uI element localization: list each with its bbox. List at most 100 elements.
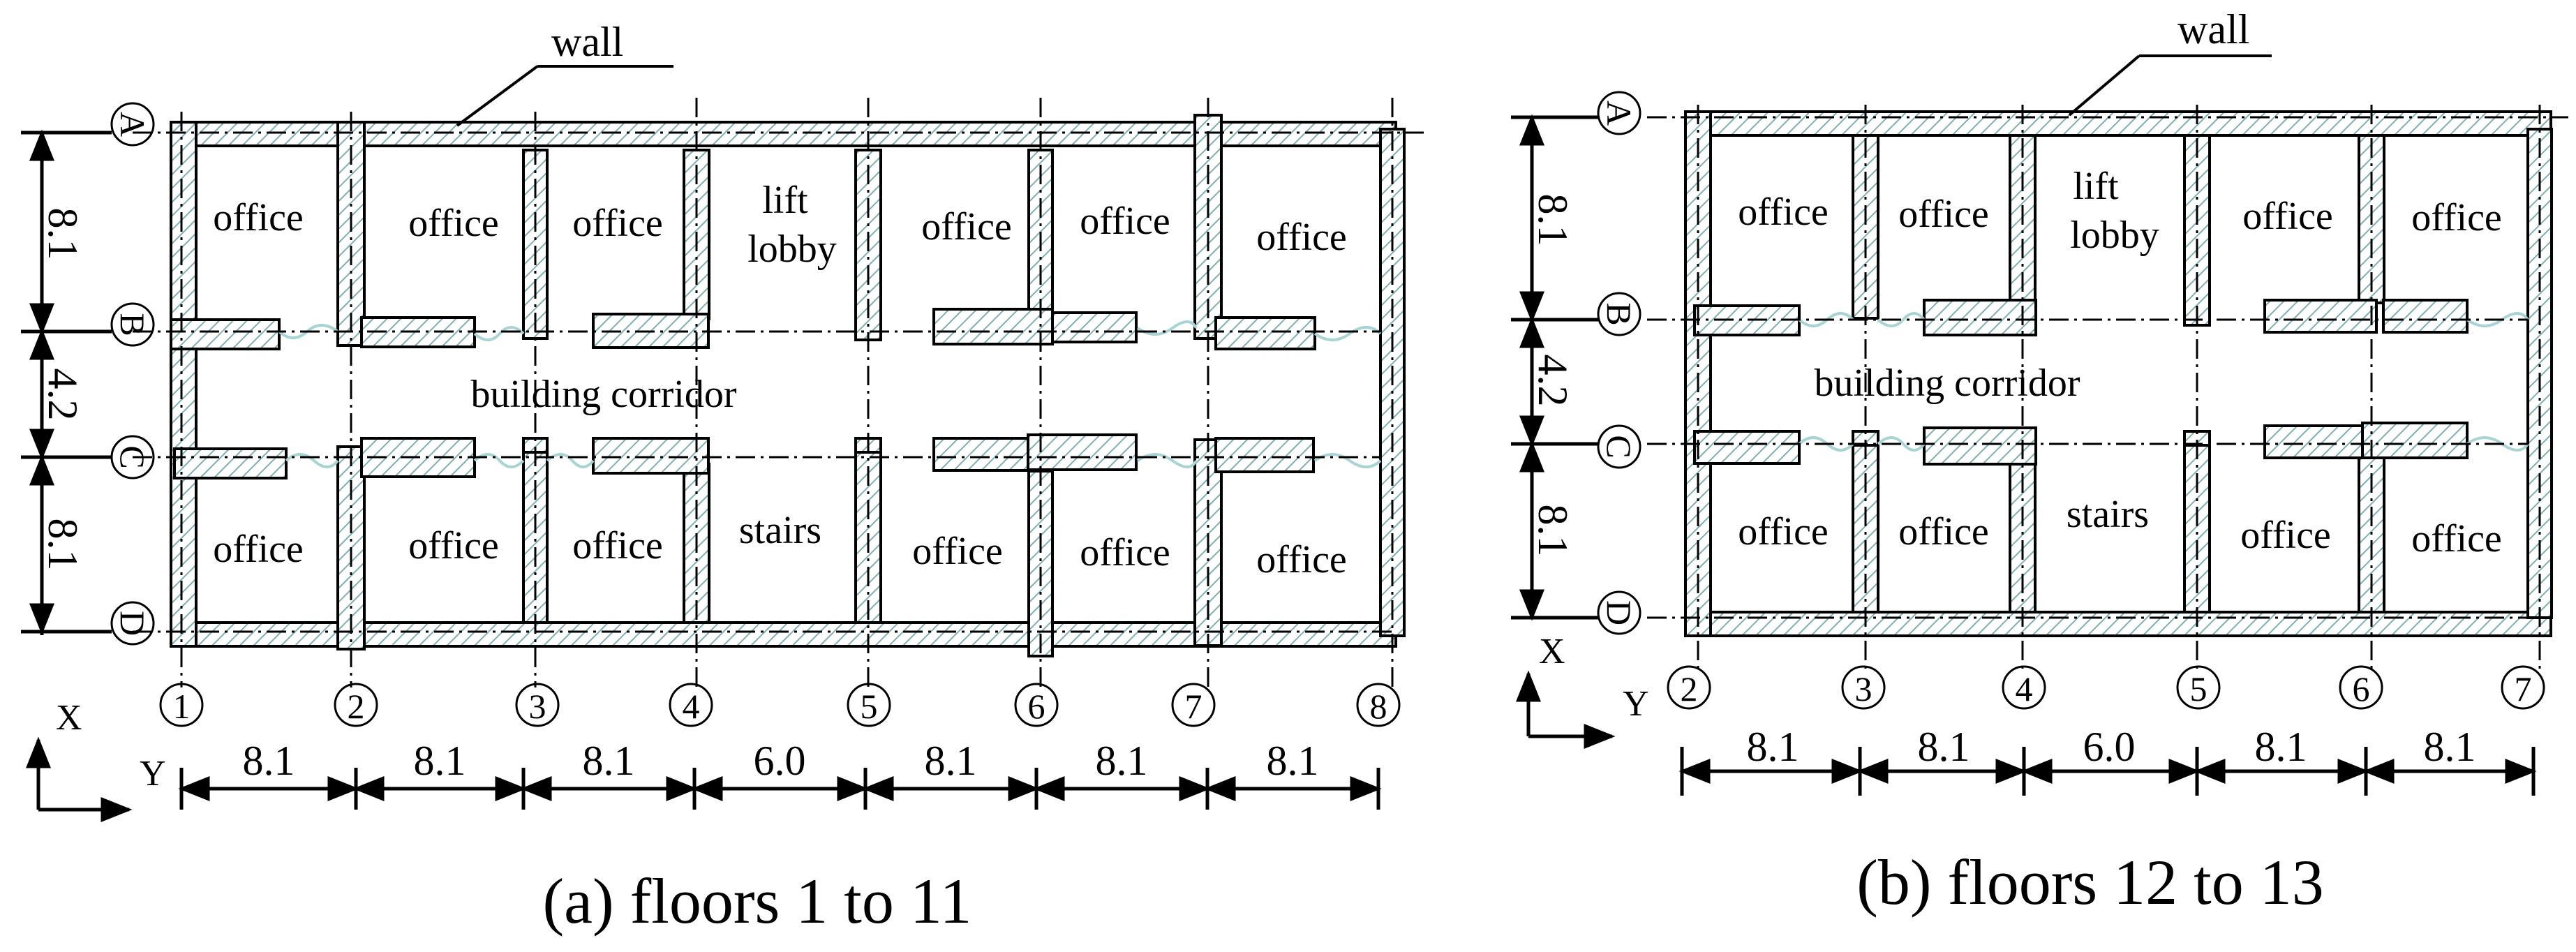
column-label: 6 bbox=[2353, 669, 2370, 708]
row-label-d: D bbox=[113, 611, 152, 636]
room-label: office bbox=[1738, 191, 1829, 234]
panel-b-ydim-2: 4.2 bbox=[1530, 355, 1576, 407]
room-label: office bbox=[921, 205, 1012, 248]
xdim-label: 8.1 bbox=[1267, 738, 1319, 784]
column-label: 6 bbox=[1028, 687, 1045, 726]
room-label: stairs bbox=[739, 509, 821, 552]
panel-b-row-labels: A B C D bbox=[1600, 101, 1639, 625]
panel-b-axis-y: Y bbox=[1623, 684, 1649, 724]
xdim-label: 8.1 bbox=[243, 738, 295, 784]
room-label-lift: lift bbox=[762, 179, 808, 222]
panel-a-ydim-1: 8.1 bbox=[40, 208, 86, 260]
panel-b-column-markers bbox=[1667, 665, 2545, 710]
row-label-b: B bbox=[113, 313, 152, 336]
panel-a-axis-indicator bbox=[26, 736, 133, 822]
panel-a-horizontal-dims bbox=[178, 768, 1382, 810]
panel-b-grid-lines bbox=[1647, 105, 2568, 670]
panel-a-caption: (a) floors 1 to 11 bbox=[543, 865, 972, 937]
panel-b-axis-x: X bbox=[1539, 632, 1565, 671]
panel-a-column-markers bbox=[159, 683, 1401, 727]
room-label: office bbox=[572, 202, 663, 245]
row-label-a: A bbox=[1600, 101, 1639, 126]
room-label: office bbox=[408, 202, 499, 245]
panel-b: wall A B C D 8.1 4.2 8.1 office offic bbox=[1511, 6, 2568, 918]
panel-a-axis-y: Y bbox=[140, 754, 166, 794]
panel-b-corridor-label: building corridor bbox=[1814, 362, 2080, 405]
room-label: office bbox=[213, 528, 304, 571]
column-label: 2 bbox=[1681, 669, 1698, 708]
column-label: 7 bbox=[2515, 669, 2532, 708]
column-label: 5 bbox=[2190, 669, 2208, 708]
xdim-label: 8.1 bbox=[2424, 724, 2476, 770]
xdim-label: 8.1 bbox=[583, 738, 635, 784]
panel-b-vertical-dims bbox=[1511, 114, 1598, 621]
xdim-label: 8.1 bbox=[1918, 724, 1970, 770]
xdim-label: 8.1 bbox=[1096, 738, 1148, 784]
room-label: stairs bbox=[2067, 493, 2149, 536]
column-label: 7 bbox=[1185, 687, 1203, 726]
xdim-label: 8.1 bbox=[925, 738, 977, 784]
panel-a-corridor-label: building corridor bbox=[470, 373, 736, 416]
panel-b-xdim-labels: 8.1 8.1 6.0 8.1 8.1 bbox=[1747, 724, 2476, 770]
xdim-label: 6.0 bbox=[754, 738, 806, 784]
column-label: 3 bbox=[1855, 669, 1873, 708]
panel-b-ydim-1: 8.1 bbox=[1530, 194, 1576, 246]
panel-a-rooms-bottom: office office office stairs office offic… bbox=[213, 509, 1347, 581]
row-label-a: A bbox=[113, 112, 152, 137]
column-label: 8 bbox=[1370, 687, 1387, 726]
panel-b-wave-lines bbox=[1798, 312, 2529, 452]
panel-a: wall A B C D 8.1 4.2 8.1 bbox=[21, 19, 1424, 937]
room-label-lift: lift bbox=[2073, 165, 2119, 208]
panel-a-grid-lines bbox=[133, 98, 1424, 687]
room-label: office bbox=[1256, 538, 1347, 581]
panel-b-row-markers bbox=[1597, 91, 1641, 635]
panel-a-wave-lines bbox=[278, 320, 1382, 468]
panel-a-vertical-dims bbox=[21, 129, 112, 635]
panel-b-wall-leader bbox=[2068, 54, 2141, 117]
xdim-label: 8.1 bbox=[414, 738, 466, 784]
column-label: 4 bbox=[683, 687, 700, 726]
panel-b-rooms-top: office office lift lobby office office bbox=[1738, 165, 2502, 257]
panel-a-wall-leader bbox=[456, 65, 539, 127]
panel-b-axis-indicator bbox=[1516, 670, 1616, 749]
room-label: office bbox=[1898, 193, 1989, 236]
column-label: 1 bbox=[173, 687, 191, 726]
column-label: 3 bbox=[529, 687, 546, 726]
panel-b-column-labels: 2 3 4 5 6 7 bbox=[1681, 669, 2532, 708]
room-label: office bbox=[1738, 510, 1829, 553]
room-label: office bbox=[1898, 510, 1989, 553]
panel-a-xdim-labels: 8.1 8.1 8.1 6.0 8.1 8.1 8.1 bbox=[243, 738, 1319, 784]
row-label-c: C bbox=[1600, 435, 1639, 458]
panel-a-ydim-2: 4.2 bbox=[40, 369, 86, 421]
panel-b-ydim-3: 8.1 bbox=[1530, 505, 1576, 557]
room-label: office bbox=[1080, 200, 1170, 243]
xdim-label: 8.1 bbox=[1747, 724, 1799, 770]
room-label: office bbox=[213, 196, 304, 239]
room-label: office bbox=[2242, 195, 2333, 238]
xdim-label: 8.1 bbox=[2255, 724, 2307, 770]
panel-b-horizontal-dims bbox=[1678, 747, 2537, 796]
room-label: office bbox=[2240, 514, 2331, 557]
panel-b-rooms-bottom: office office stairs office office bbox=[1738, 493, 2502, 560]
xdim-label: 6.0 bbox=[2083, 724, 2136, 770]
panel-a-row-markers bbox=[110, 102, 155, 646]
panel-a-axis-x: X bbox=[56, 698, 82, 738]
panel-b-wall-label: wall bbox=[2177, 6, 2249, 52]
room-label: office bbox=[2411, 517, 2502, 560]
room-label-lobby: lobby bbox=[747, 228, 837, 271]
column-label: 5 bbox=[861, 687, 878, 726]
row-label-d: D bbox=[1600, 600, 1639, 625]
panel-a-wall-label: wall bbox=[551, 19, 623, 65]
room-label-lobby: lobby bbox=[2070, 214, 2159, 257]
room-label: office bbox=[1256, 216, 1347, 259]
room-label: office bbox=[912, 530, 1003, 573]
column-label: 4 bbox=[2016, 669, 2033, 708]
panel-b-caption: (b) floors 12 to 13 bbox=[1856, 847, 2323, 918]
room-label: office bbox=[408, 524, 499, 567]
room-label: office bbox=[572, 524, 663, 567]
panel-a-column-labels: 1 2 3 4 5 6 7 8 bbox=[173, 687, 1387, 726]
panel-a-ydim-3: 8.1 bbox=[40, 519, 86, 571]
panel-a-rooms-top: office office office lift lobby office o… bbox=[213, 179, 1347, 271]
room-label: office bbox=[1080, 531, 1170, 574]
